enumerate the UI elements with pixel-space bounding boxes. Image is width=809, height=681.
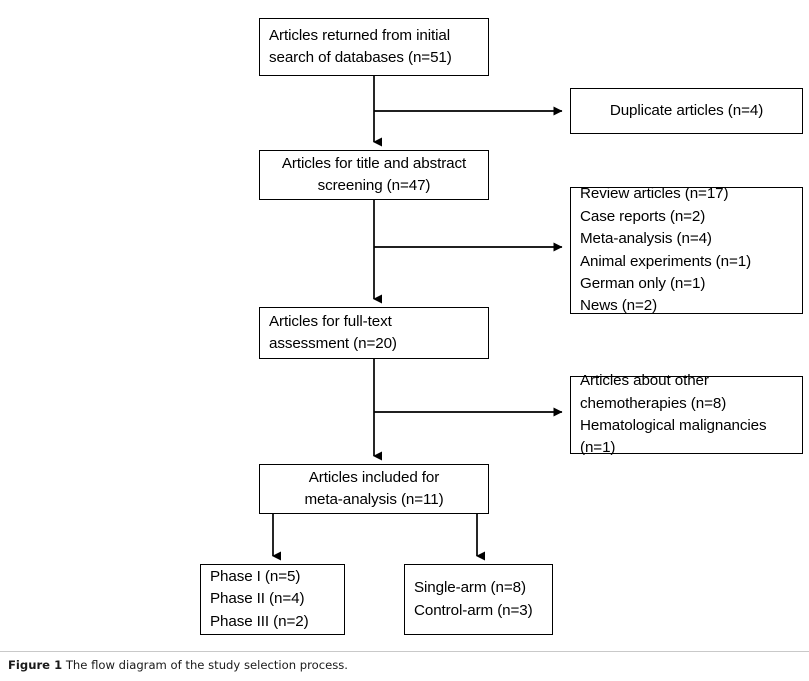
node-title-abstract-line-1: Articles for title and abstract: [281, 154, 467, 172]
node-study-arms-line-2: Control-arm (n=3): [414, 601, 533, 619]
figure-caption-text: The flow diagram of the study selection …: [62, 658, 348, 672]
excluded-screening-line-5: German only (n=1): [580, 274, 706, 292]
excluded-screening-line-2: Case reports (n=2): [580, 207, 706, 225]
node-included-meta-analysis: Articles included for meta-analysis (n=1…: [259, 464, 489, 514]
node-study-arms-line-1: Single-arm (n=8): [414, 579, 526, 597]
excluded-screening-line-4: Animal experiments (n=1): [580, 252, 752, 270]
node-duplicate-articles-line-1: Duplicate articles (n=4): [609, 101, 764, 119]
node-study-phases-line-2: Phase II (n=4): [210, 590, 305, 608]
excluded-fulltext-line-1: Articles about other: [580, 372, 709, 390]
excluded-fulltext-line-3: Hematological malignancies: [580, 417, 767, 434]
node-initial-search-line-2: search of databases (n=51): [269, 49, 452, 66]
figure-caption-label: Figure 1: [8, 658, 63, 672]
excluded-screening-line-6: News (n=2): [580, 297, 658, 315]
node-full-text-assessment: Articles for full-text assessment (n=20): [259, 307, 489, 359]
node-title-abstract-screening: Articles for title and abstract screenin…: [259, 150, 489, 200]
node-study-phases-line-3: Phase III (n=2): [210, 612, 309, 630]
node-study-arms: Single-arm (n=8) Control-arm (n=3): [404, 564, 553, 635]
node-full-text-line-1: Articles for full-text: [269, 312, 392, 330]
excluded-fulltext-line-4: (n=1): [580, 439, 616, 457]
excluded-fulltext-line-2: chemotherapies (n=8): [580, 394, 727, 412]
node-title-abstract-line-2: screening (n=47): [317, 177, 431, 194]
excluded-screening-line-3: Meta-analysis (n=4): [580, 230, 712, 248]
node-full-text-line-2: assessment (n=20): [269, 335, 397, 352]
node-included-line-1: Articles included for: [308, 468, 440, 486]
figure-caption: Figure 1 The flow diagram of the study s…: [8, 658, 798, 673]
node-initial-search: Articles returned from initial search of…: [259, 18, 489, 76]
node-study-phases-line-1: Phase I (n=5): [210, 567, 301, 585]
node-study-phases: Phase I (n=5) Phase II (n=4) Phase III (…: [200, 564, 345, 635]
node-duplicate-articles: Duplicate articles (n=4): [570, 88, 803, 134]
node-initial-search-line-1: Articles returned from initial: [269, 26, 451, 44]
node-included-line-2: meta-analysis (n=11): [304, 491, 444, 508]
caption-divider: [0, 651, 809, 652]
node-excluded-after-screening: Review articles (n=17) Case reports (n=2…: [570, 185, 803, 315]
excluded-screening-line-1: Review articles (n=17): [580, 185, 729, 203]
node-excluded-after-full-text: Articles about other chemotherapies (n=8…: [570, 372, 803, 456]
